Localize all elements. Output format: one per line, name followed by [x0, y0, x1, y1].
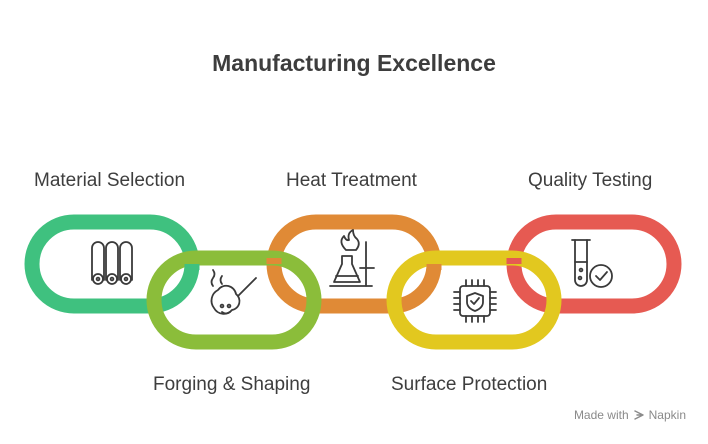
material-rolls-icon	[91, 241, 133, 285]
step-label-heat-treatment: Heat Treatment	[286, 170, 417, 191]
napkin-logo-icon	[633, 410, 644, 420]
step-label-forging-shaping: Forging & Shaping	[153, 374, 311, 395]
napkin-brand-text: Napkin	[648, 408, 686, 422]
hammer-forging-icon	[210, 269, 257, 315]
flame-flask-icon	[329, 229, 375, 287]
chain-link-forging-shaping	[146, 250, 322, 350]
shield-chip-icon	[453, 279, 497, 323]
step-label-quality-testing: Quality Testing	[528, 170, 653, 191]
diagram-title: Manufacturing Excellence	[212, 50, 496, 76]
made-with-text: Made with	[573, 408, 629, 422]
step-label-surface-protection: Surface Protection	[391, 374, 548, 395]
chain-link-surface-protection	[386, 250, 562, 350]
test-tube-check-icon	[571, 239, 613, 288]
footer-brand: Made with Napkin	[574, 408, 686, 422]
step-label-material-selection: Material Selection	[34, 170, 186, 191]
